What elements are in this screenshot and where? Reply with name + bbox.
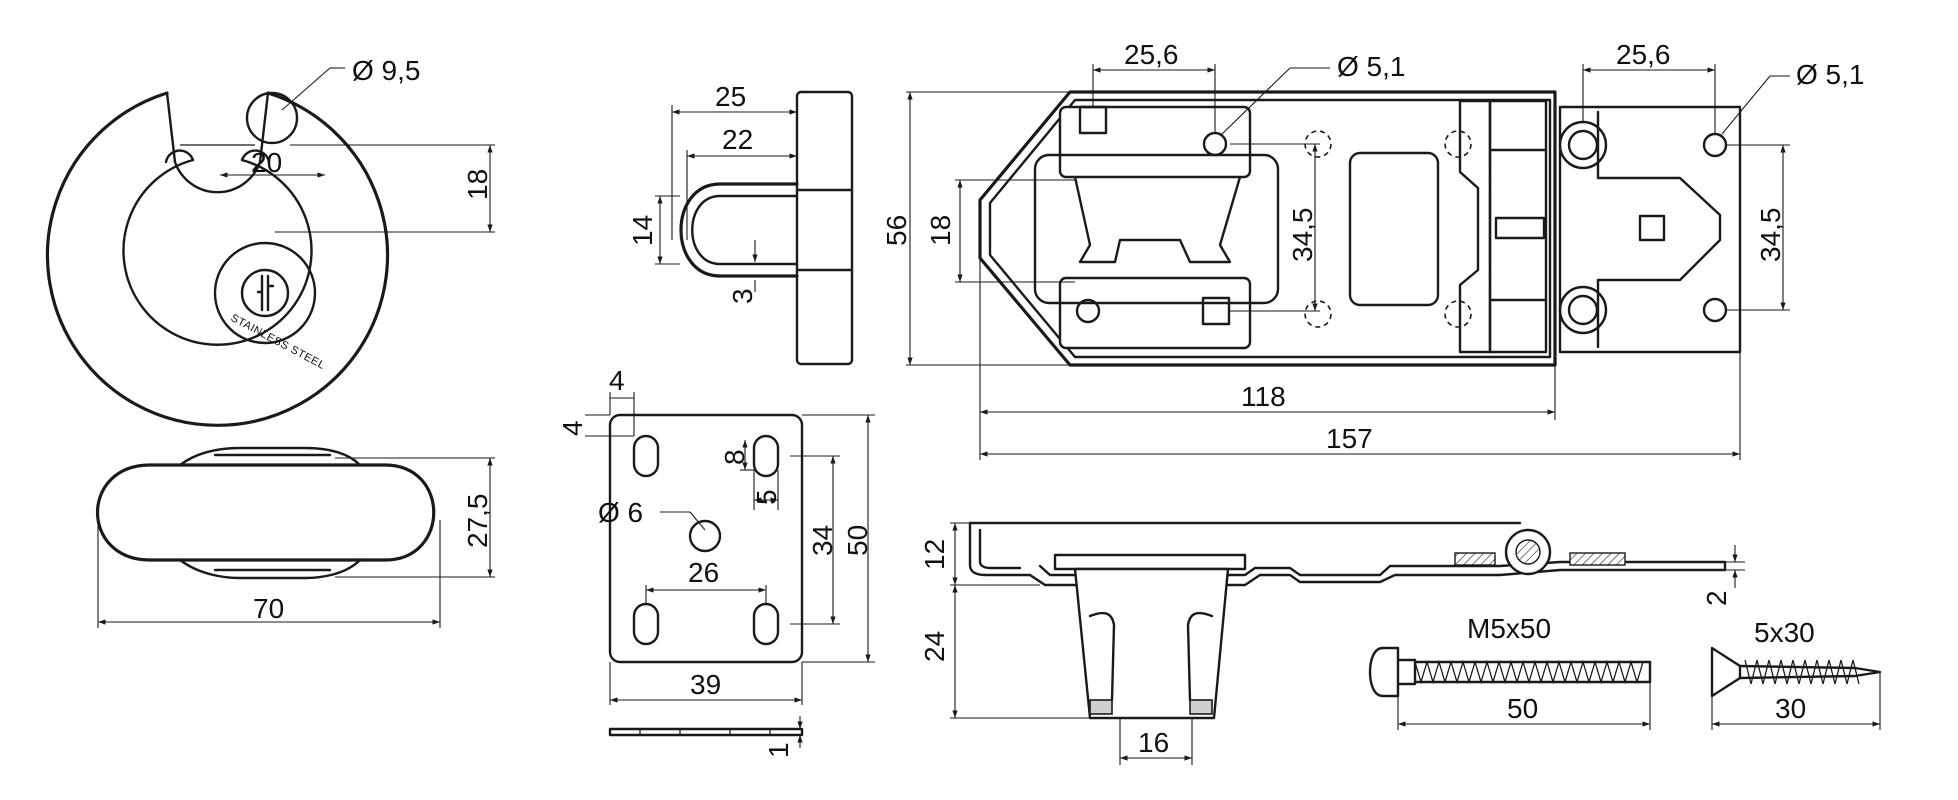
bolt-length-label: 50 [1507, 693, 1538, 724]
bolt-name-label: M5x50 [1467, 613, 1551, 644]
padlock-body-diameter-label: 70 [253, 593, 284, 624]
plate-height-label: 50 [842, 525, 873, 556]
plate-slot-length-label: 8 [719, 449, 750, 465]
hasp-hole-spacing-vertical-left-label: 34,5 [1287, 208, 1318, 263]
plate-hole-offset-x-label: 4 [609, 365, 625, 396]
plate-thickness-label: 1 [763, 742, 794, 758]
plate-slot-spacing-label: 26 [688, 557, 719, 588]
staple-wire-label: 3 [727, 288, 758, 304]
padlock-front-view [45, 91, 390, 427]
padlock-opening-width-label: 20 [251, 147, 282, 178]
bolt-m5x50 [1368, 646, 1652, 698]
dimension-labels: Ø 9,5 20 18 70 27,5 STAINLESS STEEL 25 2… [229, 39, 1865, 758]
screw-length-label: 30 [1775, 693, 1806, 724]
plate-hole-spacing-vertical-label: 34 [807, 525, 838, 556]
hasp-hole-diameter-left-label: Ø 5,1 [1337, 51, 1405, 82]
staple-loop-height-label: 14 [627, 215, 658, 246]
hasp-hole-spacing-left-label: 25,6 [1124, 39, 1179, 70]
staple-outer-length-label: 25 [715, 81, 746, 112]
wood-screw-5x30 [1710, 646, 1882, 698]
padlock-shackle-diameter-label: Ø 9,5 [352, 55, 420, 86]
plate-center-hole-label: Ø 6 [598, 497, 643, 528]
hasp-slot-height-label: 18 [925, 215, 956, 246]
plate-hole-offset-y-label: 4 [557, 420, 588, 436]
hasp-side-thickness-label: 2 [1701, 590, 1732, 606]
padlock-side-view [95, 446, 436, 580]
hasp-hole-diameter-right-label: Ø 5,1 [1796, 59, 1864, 90]
hasp-side-height-label: 12 [919, 539, 950, 570]
hasp-hole-spacing-vertical-right-label: 34,5 [1755, 208, 1786, 263]
staple-side-view [679, 90, 854, 366]
plate-width-label: 39 [690, 669, 721, 700]
hasp-height-label: 56 [881, 215, 912, 246]
screw-name-label: 5x30 [1754, 617, 1815, 648]
hasp-hinge-length-label: 118 [1241, 381, 1286, 412]
hasp-top-view [978, 90, 1742, 367]
padlock-opening-depth-label: 18 [462, 169, 493, 200]
hasp-side-staple-base-label: 16 [1138, 727, 1169, 758]
padlock-body-thickness-label: 27,5 [462, 494, 493, 549]
plate-slot-width-label: 5 [751, 489, 782, 505]
hasp-hole-spacing-right-label: 25,6 [1616, 39, 1671, 70]
staple-inner-length-label: 22 [722, 124, 753, 155]
dimension-lines [97, 64, 1881, 765]
hasp-overall-length-label: 157 [1326, 423, 1373, 454]
hasp-side-view [968, 521, 1727, 720]
hasp-side-staple-height-label: 24 [919, 631, 950, 662]
